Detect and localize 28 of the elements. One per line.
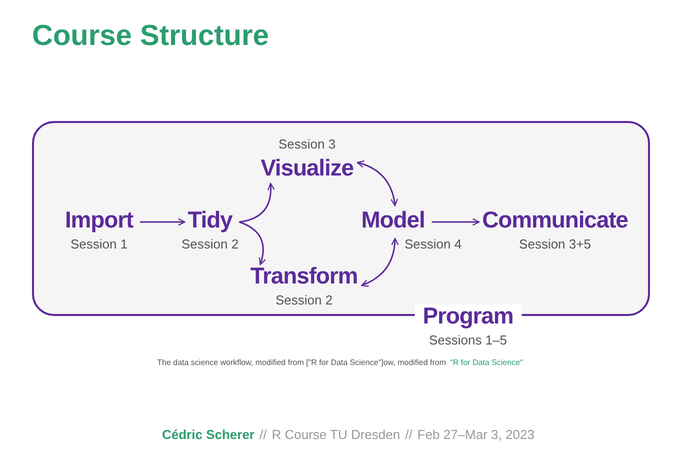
source-link: "R for Data Science": [450, 359, 523, 367]
arrow: [432, 218, 480, 226]
arrow: [239, 182, 275, 223]
step-label: Model: [361, 208, 425, 232]
author-name: Cédric Scherer: [162, 428, 254, 441]
step-label: Visualize: [260, 156, 354, 180]
separator: //: [405, 428, 412, 441]
course-name: R Course TU Dresden: [272, 428, 400, 441]
arrow: [361, 238, 398, 287]
session-note: Session 4: [404, 238, 462, 250]
step-label: Import: [64, 208, 134, 232]
session-note: Session 1: [70, 238, 128, 250]
arrow: [140, 218, 186, 226]
session-note: Sessions 1–5: [428, 334, 508, 346]
step-label: Tidy: [188, 208, 232, 232]
session-note: Session 3+5: [519, 238, 591, 250]
slide-title: Course Structure: [32, 22, 269, 51]
course-dates: Feb 27–Mar 3, 2023: [417, 428, 534, 441]
container-label: Program: [414, 304, 522, 328]
step-label: Communicate: [482, 208, 628, 232]
step-label: Transform: [250, 264, 358, 288]
session-note: Session 3: [278, 138, 336, 150]
source-note: The data science workflow, modified from ["R for Data Science"]ow, modified from: [157, 359, 446, 367]
arrow: [356, 160, 398, 206]
arrow: [239, 221, 266, 266]
session-note: Session 2: [275, 294, 333, 306]
separator: //: [260, 428, 267, 441]
session-note: Session 2: [181, 238, 239, 250]
